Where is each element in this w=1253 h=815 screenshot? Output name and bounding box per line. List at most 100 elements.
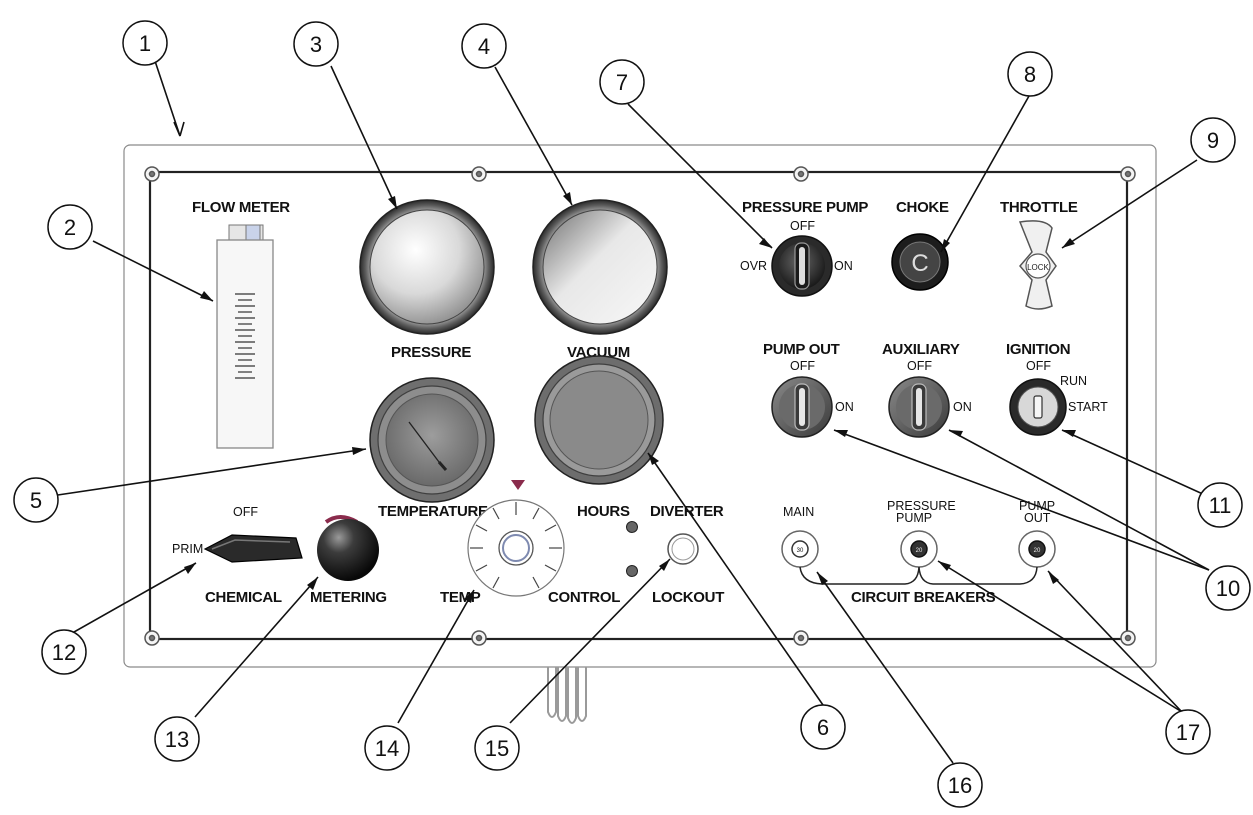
callout-2: 2 <box>47 204 93 250</box>
chemical-valve-handle[interactable] <box>203 534 303 563</box>
metering-knob[interactable] <box>317 515 379 581</box>
cb-main-label: MAIN <box>783 505 814 519</box>
callout-number: 15 <box>485 736 509 761</box>
callout-15: 15 <box>474 725 520 771</box>
diverter-lockout-button[interactable] <box>667 533 699 565</box>
auxiliary-switch[interactable] <box>888 376 950 438</box>
callout-14: 14 <box>364 725 410 771</box>
temp-label: TEMP <box>440 589 481 606</box>
throttle-lock[interactable]: LOCK <box>1018 220 1057 310</box>
temperature-label: TEMPERATURE <box>378 503 488 520</box>
choke-knob[interactable]: C <box>891 233 949 291</box>
callout-number: 10 <box>1216 576 1240 601</box>
panel-screws <box>144 166 1136 646</box>
throttle-label: THROTTLE <box>1000 199 1078 216</box>
leader-lines <box>50 60 1210 764</box>
callout-11: 11 <box>1197 482 1243 528</box>
callout-number: 17 <box>1176 720 1200 745</box>
auxiliary-on: ON <box>953 400 972 414</box>
pump-out-label: PUMP OUT <box>763 341 840 358</box>
choke-label: CHOKE <box>896 199 949 216</box>
temperature-gauge <box>369 377 495 503</box>
ignition-off: OFF <box>1026 359 1051 373</box>
ignition-start: START <box>1068 400 1108 414</box>
flow-meter-label: FLOW METER <box>192 199 290 216</box>
chemical-off: OFF <box>233 505 258 519</box>
circuit-breakers-label: CIRCUIT BREAKERS <box>851 589 996 606</box>
pump-out-off: OFF <box>790 359 815 373</box>
callout-number: 1 <box>139 31 151 56</box>
cb-pump-out-rating: 20 <box>1034 548 1041 554</box>
callout-number: 16 <box>948 773 972 798</box>
ignition-run: RUN <box>1060 374 1087 388</box>
circuit-breaker-bracket <box>799 566 1038 585</box>
chemical-label: CHEMICAL <box>205 589 282 606</box>
callout-number: 2 <box>64 215 76 240</box>
callout-number: 8 <box>1024 62 1036 87</box>
callout-number: 6 <box>817 715 829 740</box>
panel-inner-border <box>148 170 1129 641</box>
pressure-gauge <box>359 199 495 335</box>
callout-12: 12 <box>41 629 87 675</box>
circuit-breaker-pump-out[interactable]: 20 <box>1018 530 1056 568</box>
hours-label: HOURS <box>577 503 630 520</box>
choke-glyph: C <box>911 250 928 277</box>
callout-number: 4 <box>478 34 490 59</box>
diverter-indicator-screws <box>626 521 638 577</box>
cb-pressure-pump-label-2: PUMP <box>896 511 932 525</box>
pressure-pump-on: ON <box>834 259 853 273</box>
callout-number: 14 <box>375 736 399 761</box>
callout-number: 7 <box>616 70 628 95</box>
cb-pump-out-label-2: OUT <box>1024 511 1051 525</box>
pressure-pump-label: PRESSURE PUMP <box>742 199 868 216</box>
callout-number: 9 <box>1207 128 1219 153</box>
circuit-breaker-main[interactable]: 30 <box>781 530 819 568</box>
lockout-label: LOCKOUT <box>652 589 724 606</box>
callout-5: 5 <box>13 477 59 523</box>
vacuum-gauge <box>532 199 668 335</box>
callout-number: 13 <box>165 727 189 752</box>
pressure-pump-switch[interactable] <box>771 235 833 297</box>
ignition-label: IGNITION <box>1006 341 1070 358</box>
callout-13: 13 <box>154 716 200 762</box>
diverter-label: DIVERTER <box>650 503 724 520</box>
callout-3: 3 <box>293 21 339 67</box>
cb-main-rating: 30 <box>797 548 804 554</box>
auxiliary-label: AUXILIARY <box>882 341 960 358</box>
callout-number: 5 <box>30 488 42 513</box>
cb-pressure-pump-rating: 20 <box>916 548 923 554</box>
leader-arrowheads <box>184 192 1076 603</box>
vacuum-label: VACUUM <box>567 344 630 361</box>
pump-out-on: ON <box>835 400 854 414</box>
circuit-breaker-pressure-pump[interactable]: 20 <box>900 530 938 568</box>
auxiliary-off: OFF <box>907 359 932 373</box>
ignition-key-switch[interactable] <box>1009 378 1067 436</box>
temp-control-dial[interactable] <box>467 480 565 597</box>
callout-7: 7 <box>599 59 645 105</box>
flow-meter <box>216 224 274 449</box>
callout-10: 10 <box>1205 565 1251 611</box>
callout-1: 1 <box>122 20 168 66</box>
wire-bundle <box>547 667 587 724</box>
callout-number: 3 <box>310 32 322 57</box>
callout-8: 8 <box>1007 51 1053 97</box>
hours-meter <box>534 355 664 485</box>
pressure-pump-ovr: OVR <box>740 259 767 273</box>
control-label: CONTROL <box>548 589 620 606</box>
pressure-label: PRESSURE <box>391 344 471 361</box>
callout-6: 6 <box>800 704 846 750</box>
callout-9: 9 <box>1190 117 1236 163</box>
callout-4: 4 <box>461 23 507 69</box>
pump-out-switch[interactable] <box>771 376 833 438</box>
callout-17: 17 <box>1165 709 1211 755</box>
callout-number: 12 <box>52 640 76 665</box>
cb-pressure-pump-label-1: PRESSURE <box>887 499 956 513</box>
pressure-pump-off: OFF <box>790 219 815 233</box>
chemical-prime: PRIM <box>172 542 203 556</box>
callout-number: 11 <box>1209 493 1232 518</box>
throttle-lock-text: LOCK <box>1027 263 1049 272</box>
callout-16: 16 <box>937 762 983 808</box>
metering-label: METERING <box>310 589 387 606</box>
